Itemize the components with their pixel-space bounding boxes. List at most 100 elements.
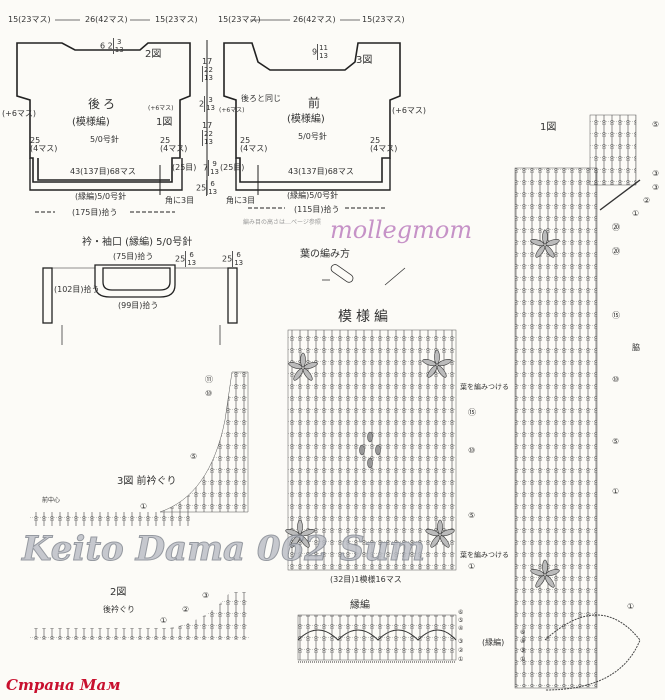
back-increase: (+6マス)	[2, 109, 37, 118]
mollegmom-watermark: mollegmom	[330, 216, 473, 244]
back-fig1-ref: 1図	[156, 117, 173, 128]
row-marker: ⑤	[652, 120, 660, 129]
front-cuff-right: 25(4マス)	[370, 136, 398, 153]
row-marker: ③	[202, 591, 210, 600]
row-marker: ①	[612, 487, 620, 496]
fig3-bottom-grid	[30, 512, 190, 526]
row-marker: ③	[520, 647, 526, 654]
keito-dama-watermark: Keito Dama 062 Sum	[22, 529, 426, 569]
collar-title: 衿・袖口 (縁編) 5/0号針	[82, 237, 193, 248]
front-border-label: (縁編)5/0号針	[287, 191, 339, 200]
back-pickup-label: (175目)拾う	[72, 208, 118, 217]
row-marker: ③	[652, 169, 660, 178]
front-corner-label: 角に3目	[226, 196, 256, 205]
row-marker: ①	[468, 562, 476, 571]
fig1-title: 1図	[540, 122, 557, 133]
attach-leaf-top: 葉を編みつける	[460, 383, 509, 391]
row-marker: ①	[458, 656, 464, 663]
front-cuff-left: 25(4マス)	[240, 136, 268, 153]
back-border-label: (縁編)5/0号針	[75, 192, 127, 201]
center-increase-left: (+6マス)	[148, 105, 174, 112]
row-marker: ⑩	[205, 389, 213, 398]
front-right-width: 15(23マス)	[362, 15, 405, 24]
row-marker: ②	[182, 605, 190, 614]
back-left-width: 15(23マス)	[8, 15, 51, 24]
row-marker: ⑩	[468, 446, 476, 455]
back-pattern: (模様編)	[72, 117, 110, 128]
back-fig2-ref: 2図	[145, 49, 162, 60]
row-marker: ⑩	[612, 375, 620, 384]
back-cuff-right: 25(4マス)	[160, 136, 188, 153]
row-marker: ②	[458, 647, 464, 654]
row-marker: ⑤	[468, 511, 476, 520]
pattern-repeat: (32目)1模様16マス	[330, 575, 402, 584]
attach-leaf-bottom: 葉を編みつける	[460, 551, 509, 559]
sleeve-pickup: (102目)拾う	[54, 285, 100, 294]
collar-diagram	[42, 264, 238, 345]
back-width-label: 43(137目)68マス	[70, 167, 136, 176]
back-piece-outline	[16, 42, 191, 183]
front-width-label: 43(137目)68マス	[288, 167, 354, 176]
fig3-curve-grid	[159, 371, 249, 513]
back-side-stitches: (25目)	[172, 163, 197, 172]
back-needle: 5/0号針	[90, 135, 119, 144]
front-same-as-back: 後ろと同じ	[241, 94, 281, 103]
row-marker: ①	[140, 502, 148, 511]
row-marker: ②	[643, 196, 651, 205]
stitch-height-note: 編み目の高さは…ページ参照	[243, 219, 321, 226]
row-marker: ①	[632, 209, 640, 218]
pattern-chart-title: 模様編	[338, 309, 392, 325]
row-marker: ①	[160, 616, 168, 625]
row-marker: ⑮	[468, 408, 476, 417]
corner-border-label: (縁編)	[482, 638, 505, 647]
center-increase-right: (+6マス)	[219, 107, 245, 114]
front-neck-width: 26(42マス)	[293, 15, 336, 24]
fig1-upper-grid	[589, 114, 637, 186]
leaf-diagrams	[322, 264, 406, 286]
row-marker: ④	[458, 625, 464, 632]
back-corner-label: 角に3目	[165, 196, 195, 205]
border-chart-grid	[297, 614, 457, 661]
front-pickup-label: (115目)拾う	[294, 205, 340, 214]
row-marker: ④	[520, 638, 526, 645]
fig2-subtitle: 後衿ぐり	[103, 605, 135, 614]
fig2-title: 2図	[110, 587, 127, 598]
row-marker: ⑤	[190, 452, 198, 461]
row-marker: ⑤	[458, 617, 464, 624]
row-marker: ⑪	[205, 375, 213, 384]
row-marker: ①	[627, 602, 635, 611]
row-marker: ①	[520, 656, 526, 663]
back-right-width: 15(23マス)	[155, 15, 198, 24]
back-title: 後ろ	[88, 97, 119, 111]
side-label: 脇	[632, 343, 640, 352]
front-left-width: 15(23マス)	[218, 15, 261, 24]
border-chart-title: 縁編	[350, 600, 370, 611]
strana-mam-logo: Страна Мам	[6, 676, 121, 694]
row-marker: ⑳	[612, 223, 620, 232]
row-marker: ⑥	[458, 609, 464, 616]
fig1-main-grid	[514, 167, 598, 689]
collar-bottom-pickup: (99目)拾う	[118, 301, 159, 310]
collar-top-pickup: (75目)拾う	[113, 252, 154, 261]
front-center-label: 前中心	[42, 497, 61, 504]
front-piece-outline	[223, 42, 401, 183]
row-marker: ⑥	[520, 629, 526, 636]
row-marker: ⑤	[612, 437, 620, 446]
leaf-title: 葉の編み方	[300, 249, 350, 260]
row-marker: ③	[458, 638, 464, 645]
back-neck-width: 26(42マス)	[85, 15, 128, 24]
front-fig3-ref: 3図	[356, 55, 373, 66]
back-cuff-left: 25(4マス)	[30, 136, 58, 153]
front-side-stitches: (25目)	[220, 163, 245, 172]
front-needle: 5/0号針	[298, 132, 327, 141]
